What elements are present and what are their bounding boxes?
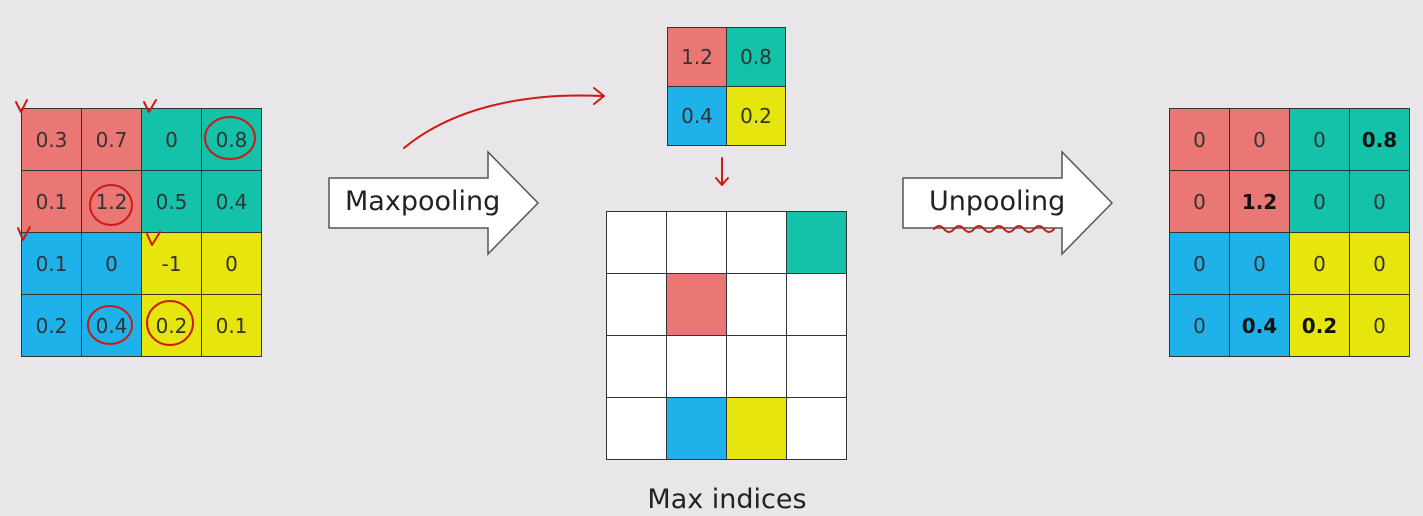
grid-cell: 0 (1170, 233, 1230, 295)
grid-cell: 0.2 (22, 295, 82, 357)
grid-cell: 0 (1170, 109, 1230, 171)
index-cell (787, 212, 847, 274)
grid-cell: 0.7 (82, 109, 142, 171)
unpooling-label: Unpooling (929, 186, 1066, 217)
grid-cell: 0 (1230, 233, 1290, 295)
grid-cell: 0.4 (202, 171, 262, 233)
index-cell (667, 274, 727, 336)
index-cell (727, 274, 787, 336)
grid-cell: 0.2 (142, 295, 202, 357)
grid-cell: 1.2 (668, 28, 727, 87)
grid-cell: 0 (82, 233, 142, 295)
grid-cell: 0 (202, 233, 262, 295)
index-cell (607, 398, 667, 460)
grid-cell: 0.2 (1290, 295, 1350, 357)
grid-cell: 0.1 (22, 233, 82, 295)
grid-cell: 0.4 (82, 295, 142, 357)
max-indices-caption: Max indices (647, 484, 807, 515)
index-cell (787, 336, 847, 398)
index-cell (667, 336, 727, 398)
maxpooling-label: Maxpooling (345, 186, 501, 217)
index-cell (727, 398, 787, 460)
grid-cell: 0 (1230, 109, 1290, 171)
index-cell (727, 212, 787, 274)
grid-cell: 1.2 (82, 171, 142, 233)
grid-cell: -1 (142, 233, 202, 295)
grid-cell: 0 (1170, 171, 1230, 233)
grid-cell: 0 (1170, 295, 1230, 357)
grid-cell: 0.5 (142, 171, 202, 233)
grid-cell: 0 (142, 109, 202, 171)
index-cell (607, 274, 667, 336)
index-cell (727, 336, 787, 398)
grid-cell: 0 (1290, 109, 1350, 171)
grid-cell: 0.8 (1350, 109, 1410, 171)
index-cell (667, 212, 727, 274)
grid-cell: 0 (1290, 171, 1350, 233)
grid-cell: 0.4 (668, 87, 727, 146)
grid-cell: 0 (1350, 295, 1410, 357)
unpooling-arrow (902, 150, 1114, 256)
grid-cell: 0.8 (202, 109, 262, 171)
index-cell (787, 398, 847, 460)
grid-cell: 0.1 (22, 171, 82, 233)
index-cell (787, 274, 847, 336)
grid-cell: 0.1 (202, 295, 262, 357)
grid-cell: 0.8 (727, 28, 786, 87)
grid-cell: 0 (1350, 233, 1410, 295)
grid-cell: 0.4 (1230, 295, 1290, 357)
grid-cell: 0.3 (22, 109, 82, 171)
maxpooling-arrow (328, 150, 540, 256)
grid-cell: 1.2 (1230, 171, 1290, 233)
grid-cell: 0 (1350, 171, 1410, 233)
grid-cell: 0.2 (727, 87, 786, 146)
max-indices-grid (606, 211, 847, 460)
grid-cell: 0 (1290, 233, 1350, 295)
curved-arrow-annotation (403, 94, 603, 149)
index-cell (607, 212, 667, 274)
index-cell (667, 398, 727, 460)
index-cell (607, 336, 667, 398)
